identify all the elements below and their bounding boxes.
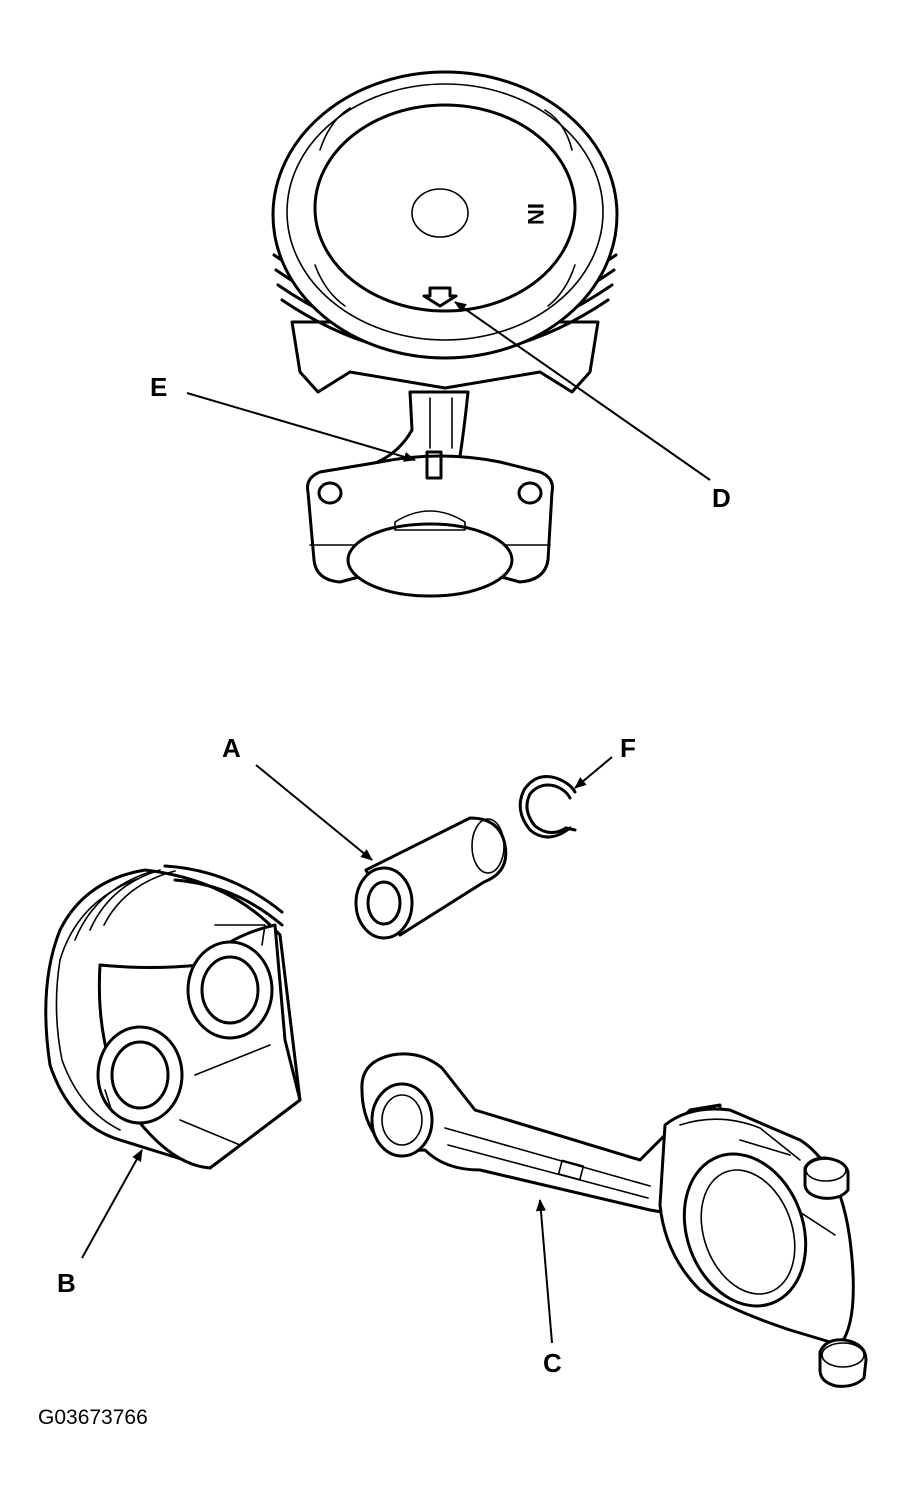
leader-a: [255, 764, 373, 861]
label-d: D: [712, 483, 731, 513]
leader-b: [81, 1149, 143, 1259]
figure-code: G03673766: [38, 1406, 148, 1429]
label-a: A: [222, 733, 241, 763]
assembled-piston-rod: IN: [271, 70, 619, 394]
label-e: E: [150, 372, 167, 402]
leader-e: [186, 392, 416, 462]
connecting-rod: [360, 1052, 868, 1388]
label-f: F: [620, 733, 636, 763]
piston-pin: [354, 816, 508, 940]
label-b: B: [57, 1268, 76, 1298]
leader-d: [454, 301, 711, 481]
label-c: C: [543, 1348, 562, 1378]
piston: [44, 864, 302, 1170]
assembled-rod: [306, 390, 554, 598]
piston-in-mark: IN: [523, 203, 548, 225]
leader-f: [574, 756, 613, 789]
leader-c: [535, 1199, 553, 1344]
leader-lines: [81, 301, 711, 1344]
snap-ring: [518, 775, 577, 839]
